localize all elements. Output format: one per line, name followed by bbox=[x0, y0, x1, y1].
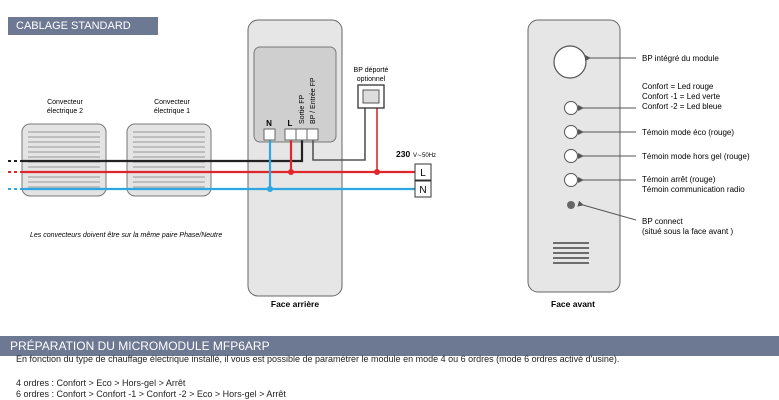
bus-l-label: L bbox=[420, 168, 426, 179]
prep-4-ordres: 4 ordres : Confort > Eco > Hors-gel > Ar… bbox=[16, 378, 186, 388]
wire-stubs bbox=[8, 160, 22, 190]
label-confort: Confort = Led rouge bbox=[642, 82, 714, 91]
bp-deporte-label-2: optionnel bbox=[357, 76, 386, 83]
wiring-section-header: CABLAGE STANDARD bbox=[8, 17, 158, 35]
bp-remote-wire-1 bbox=[312, 108, 366, 161]
bp-connect-dot bbox=[567, 201, 575, 209]
pilot-wire bbox=[22, 140, 304, 163]
label-confort-2: Confort -2 = Led bleue bbox=[642, 102, 722, 111]
junction-dots bbox=[267, 169, 380, 192]
terminal-n-label: N bbox=[266, 119, 272, 128]
speaker-grille bbox=[553, 242, 589, 264]
terminal-l-label: L bbox=[288, 119, 293, 128]
convecteur-2-label-2: électrique 2 bbox=[47, 108, 83, 115]
terminal-sortie-fp-label: Sortie FP bbox=[299, 94, 306, 124]
label-arret: Témoin arrêt (rouge) bbox=[642, 175, 716, 184]
front-caption: Face avant bbox=[551, 299, 595, 309]
label-bp-connect-location: (situé sous la face avant ) bbox=[642, 227, 733, 236]
rear-module-terminal-block bbox=[253, 46, 337, 143]
label-bp-connect: BP connect bbox=[642, 217, 684, 226]
convecteur-1-label-1: Convecteur bbox=[154, 99, 190, 106]
bp-deporte-icon bbox=[357, 84, 385, 109]
label-bp-integre: BP intégré du module bbox=[642, 54, 719, 63]
rear-caption: Face arrière bbox=[271, 299, 319, 309]
bp-integre-button bbox=[553, 45, 587, 79]
convecteur-note: Les convecteurs doivent être sur la même… bbox=[30, 232, 222, 239]
label-confort-1: Confort -1 = Led verte bbox=[642, 92, 721, 101]
led-confort bbox=[564, 101, 578, 115]
voltage-value: 230 bbox=[396, 149, 410, 159]
prep-intro: En fonction du type de chauffage électri… bbox=[16, 354, 620, 364]
terminal-blocks bbox=[263, 128, 319, 141]
callout-arrows bbox=[577, 55, 637, 221]
led-hors-gel bbox=[564, 149, 578, 163]
prep-6-ordres: 6 ordres : Confort > Confort -1 > Confor… bbox=[16, 389, 286, 399]
bp-deporte-label-1: BP déporté bbox=[354, 67, 389, 74]
convecteur-1-label-2: électrique 1 bbox=[154, 108, 190, 115]
bus-n-box bbox=[414, 180, 432, 198]
label-communication: Témoin communication radio bbox=[642, 185, 745, 194]
bus-n-label: N bbox=[419, 185, 426, 196]
label-hors-gel: Témoin mode hors gel (rouge) bbox=[642, 152, 750, 161]
voltage-unit: V∼50Hz bbox=[413, 153, 436, 159]
label-eco: Témoin mode éco (rouge) bbox=[642, 128, 734, 137]
convecteur-2-label-1: Convecteur bbox=[47, 99, 83, 106]
led-arret bbox=[564, 173, 578, 187]
prep-section-header: PRÉPARATION DU MICROMODULE MFP6ARP bbox=[0, 336, 779, 356]
terminal-bp-entree-label: BP / Entrée FP bbox=[310, 77, 317, 124]
bus-l-box bbox=[414, 163, 432, 181]
led-eco bbox=[564, 125, 578, 139]
wiring-diagram: N L Sortie FP BP / Entrée FP Convecteur … bbox=[8, 19, 750, 309]
